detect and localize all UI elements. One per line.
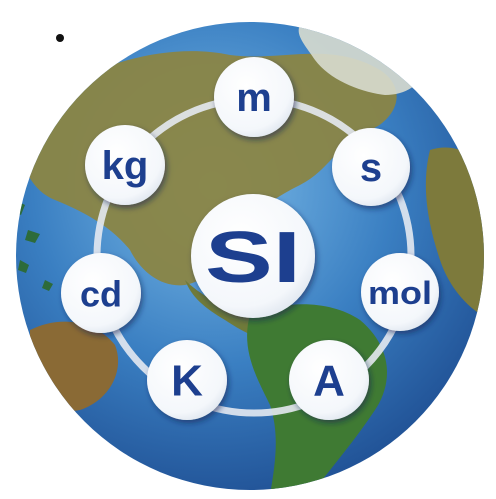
unit-ball-ampere: A <box>289 340 369 420</box>
unit-ball-second: s <box>332 128 410 206</box>
bullet-dot <box>56 34 64 42</box>
center-ball <box>191 194 315 318</box>
unit-ball-meter: m <box>214 57 294 137</box>
unit-symbol-candela: cd <box>80 274 122 315</box>
unit-ball-circle <box>332 128 410 206</box>
unit-symbol-meter: m <box>236 76 272 120</box>
unit-symbol-kilogram: kg <box>102 144 149 188</box>
unit-symbol-second: s <box>360 146 382 190</box>
unit-ball-kilogram: kg <box>85 125 165 205</box>
unit-ball-candela: cd <box>61 253 141 333</box>
unit-ball-circle <box>147 340 227 420</box>
unit-ball-circle <box>85 125 165 205</box>
unit-symbol-kelvin: K <box>171 357 203 406</box>
center-si-label: SI <box>205 218 301 298</box>
unit-ball-kelvin: K <box>147 340 227 420</box>
unit-ball-circle <box>361 253 439 331</box>
unit-ball-circle <box>214 57 294 137</box>
unit-symbol-ampere: A <box>313 357 345 406</box>
pacific-islands <box>16 200 53 291</box>
unit-ball-circle <box>61 253 141 333</box>
unit-ball-mole: mol <box>361 253 439 331</box>
unit-symbol-mole: mol <box>368 275 432 311</box>
unit-ball-circle <box>289 340 369 420</box>
africa-landmass <box>425 147 484 320</box>
